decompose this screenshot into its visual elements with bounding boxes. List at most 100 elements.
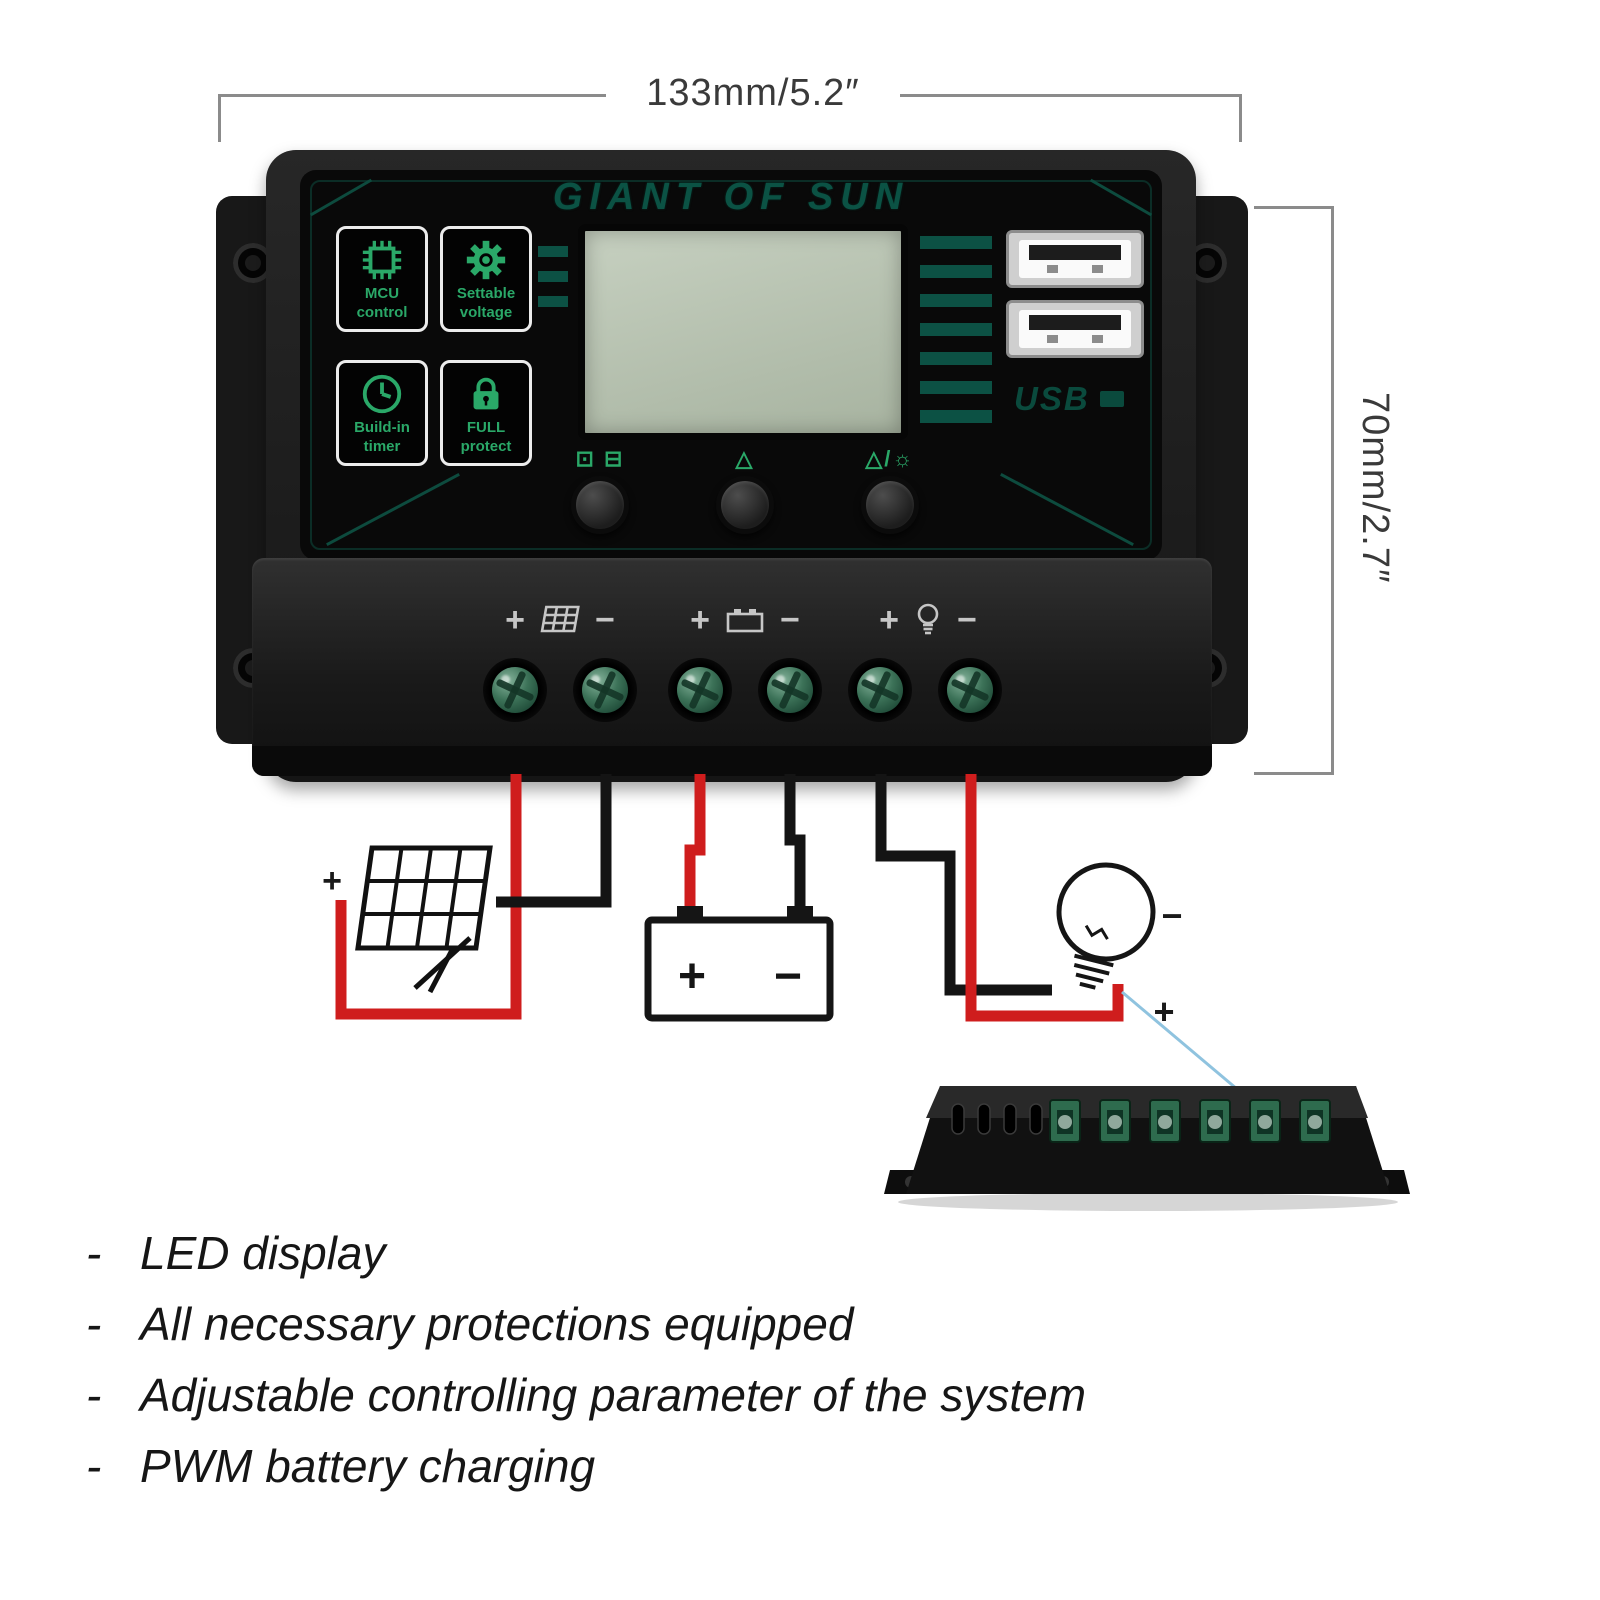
terminal-screw — [848, 658, 912, 722]
width-dim-tick-left — [218, 94, 221, 142]
wiring-diagram: + + − − + — [322, 774, 1410, 1211]
feature-text: PWM battery charging — [140, 1440, 596, 1492]
wires — [335, 774, 1124, 1022]
height-dim-line — [1331, 206, 1334, 775]
lcd-display — [578, 224, 908, 440]
terminal-screw — [758, 658, 822, 722]
badge-label: protect — [460, 438, 512, 455]
badge-settable-voltage: Settable voltage — [440, 226, 532, 332]
terminal-block-base — [252, 746, 1212, 776]
usb-tongue — [1029, 245, 1121, 260]
decor-stripe — [538, 246, 568, 257]
width-dim-tick-right — [1239, 94, 1242, 142]
load-button — [861, 476, 919, 534]
badge-label: Settable — [456, 285, 516, 302]
decor-stripe — [538, 296, 568, 307]
button-symbol-up: △ — [735, 446, 755, 471]
height-dimension-label: 70mm/2.7″ — [1354, 392, 1396, 584]
height-dim-tick-bottom — [1254, 772, 1334, 775]
up-button — [716, 476, 774, 534]
terminal-screw — [483, 658, 547, 722]
battery-minus-mark: − — [774, 950, 802, 1003]
solar-panel-icon — [540, 605, 580, 633]
badge-mcu-control: MCU control — [336, 226, 428, 332]
bottom-terminal-row — [1049, 1099, 1331, 1143]
badge-label: Build-in — [354, 419, 410, 436]
terminal-screw — [573, 658, 637, 722]
usb-contact — [1092, 265, 1103, 273]
terminal-label-battery: + − — [670, 598, 820, 642]
badge-label: FULL — [466, 419, 506, 436]
usb-port-top — [1006, 230, 1144, 288]
bullet-dash: - — [86, 1298, 102, 1350]
usb-logo-icon — [1099, 391, 1124, 407]
solar-minus-label: − — [595, 600, 615, 639]
light-bulb-symbol: − + — [1056, 862, 1183, 1032]
terminal-label-solar: + − — [485, 598, 635, 642]
width-dim-line-right — [900, 94, 1242, 97]
clock-icon — [362, 374, 402, 414]
usb-port-inner — [1019, 240, 1131, 278]
controller-bottom-view — [884, 1086, 1410, 1211]
decor-stripe — [920, 381, 992, 394]
battery-symbol: + − — [644, 906, 834, 1022]
feature-list: - LED display - All necessary protection… — [86, 1226, 1526, 1510]
bullet-dash: - — [86, 1440, 102, 1492]
menu-button — [571, 476, 629, 534]
terminal-screw — [668, 658, 732, 722]
width-dim-line-left — [218, 94, 606, 97]
decor-stripe — [920, 323, 992, 336]
solar-panel-symbol: + — [322, 845, 493, 994]
decor-stripe — [920, 410, 992, 423]
terminal-block — [252, 558, 1212, 776]
solar-plus-label: + — [505, 600, 525, 639]
load-positive-wire — [965, 774, 1124, 1022]
lock-icon — [473, 377, 499, 410]
usb-tongue — [1029, 315, 1121, 330]
bullet-dash: - — [86, 1369, 102, 1421]
terminal-label-load: + − — [853, 598, 1003, 642]
bottom-vent-slots — [951, 1103, 1043, 1135]
battery-plus-mark: + — [678, 950, 706, 1003]
feature-item: - Adjustable controlling parameter of th… — [86, 1368, 1526, 1422]
feature-item: - LED display — [86, 1226, 1526, 1280]
load-negative-wire — [875, 774, 1052, 996]
battery-negative-wire — [784, 774, 806, 918]
badge-label: control — [356, 304, 408, 321]
face-accent-border — [310, 180, 1152, 550]
battery-positive-wire — [684, 774, 706, 918]
battery-icon — [726, 609, 764, 633]
badge-label: MCU — [364, 285, 400, 302]
decor-stripe — [920, 294, 992, 307]
decor-stripe — [920, 352, 992, 365]
button-symbol-menu: ⊡ ⊟ — [575, 446, 625, 471]
usb-port-inner — [1019, 310, 1131, 348]
decor-stripe — [920, 236, 992, 249]
feature-text: LED display — [140, 1227, 386, 1279]
solar-positive-wire — [335, 774, 522, 1020]
badge-label: timer — [363, 438, 401, 455]
battery-minus-label: − — [780, 600, 800, 639]
bullet-dash: - — [86, 1227, 102, 1279]
terminal-screw — [938, 658, 1002, 722]
lamp-icon — [917, 603, 939, 635]
load-minus-label: − — [957, 600, 977, 639]
usb-label-row: USB — [1014, 380, 1124, 418]
solar-negative-wire — [496, 774, 612, 908]
feature-text: Adjustable controlling parameter of the … — [140, 1369, 1087, 1421]
usb-label: USB — [1014, 380, 1090, 417]
height-dim-tick-top — [1254, 206, 1334, 209]
feature-text: All necessary protections equipped — [140, 1298, 854, 1350]
solar-plus-mark: + — [322, 862, 342, 900]
usb-contact — [1047, 265, 1058, 273]
feature-item: - All necessary protections equipped — [86, 1297, 1526, 1351]
pointer-line — [1121, 990, 1251, 1102]
chip-icon — [362, 240, 402, 280]
badge-build-in-timer: Build-in timer — [336, 360, 428, 466]
battery-plus-label: + — [690, 600, 710, 639]
feature-item: - PWM battery charging — [86, 1439, 1526, 1493]
bulb-minus-mark: − — [1161, 895, 1182, 936]
gear-icon — [466, 240, 506, 280]
load-plus-label: + — [879, 600, 899, 639]
